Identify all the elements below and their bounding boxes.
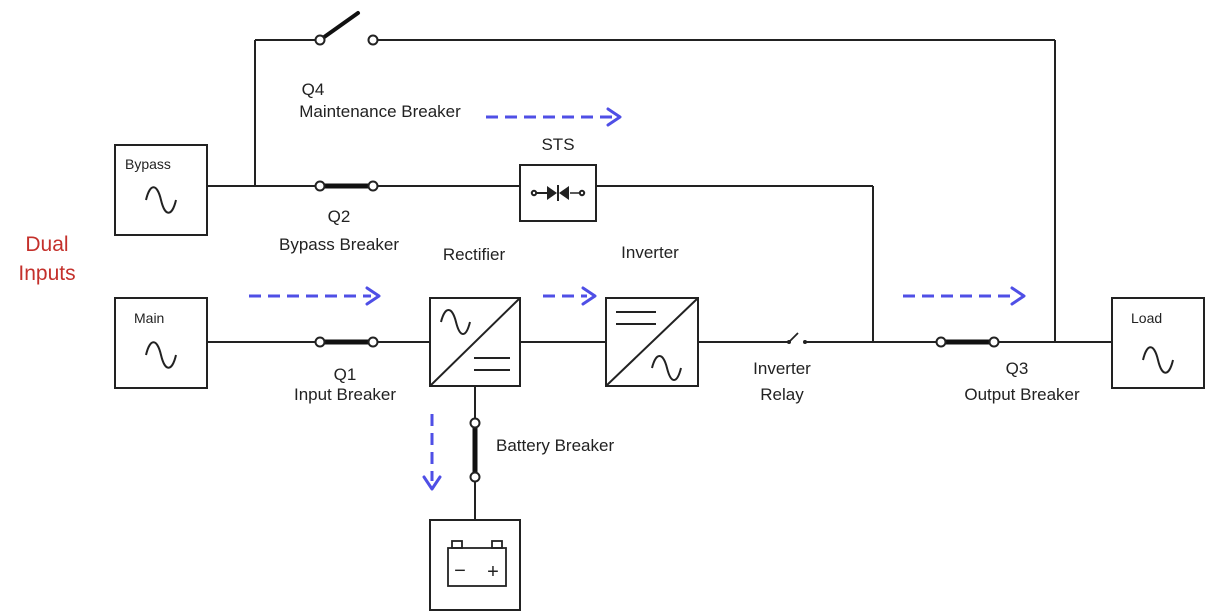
bypass-source: Bypass: [114, 144, 208, 236]
sine-wave-icon: [651, 355, 682, 381]
thyristor-icon: [530, 185, 586, 201]
sts-switch: [519, 164, 597, 222]
load-label: Load: [1131, 310, 1162, 326]
dual-inputs-line1: Dual: [25, 233, 68, 256]
battery-minus: −: [454, 560, 466, 582]
wiring: [207, 39, 1112, 520]
bypass-label: Bypass: [125, 156, 171, 172]
q2-name: Bypass Breaker: [279, 235, 399, 254]
q2-bypass-breaker: [314, 180, 379, 192]
q4-name: Maintenance Breaker: [299, 102, 461, 121]
q4-id: Q4: [302, 80, 325, 99]
q3-id: Q3: [1006, 359, 1029, 378]
battery: − +: [429, 519, 521, 611]
dual-inputs-line2: Inputs: [18, 262, 75, 285]
inverter-relay-line1: Inverter: [753, 359, 811, 378]
main-source: Main: [114, 297, 208, 389]
q1-name: Input Breaker: [294, 385, 396, 404]
sts-label: STS: [541, 135, 574, 154]
flow-arrow-dc-link: [543, 286, 597, 306]
sine-wave-icon: [145, 341, 177, 369]
flow-arrow-maintenance: [486, 107, 622, 127]
sine-wave-icon: [440, 309, 471, 335]
main-label: Main: [134, 310, 164, 326]
battery-breaker: [469, 417, 481, 483]
inverter-relay-line2: Relay: [760, 385, 804, 404]
q4-maintenance-breaker: [314, 11, 379, 46]
inverter-label: Inverter: [621, 243, 679, 262]
battery-plus: +: [487, 561, 499, 583]
inverter-relay: [787, 332, 807, 344]
q3-output-breaker: [935, 336, 1000, 348]
flow-arrow-battery-charge: [422, 414, 442, 491]
sine-wave-icon: [145, 186, 177, 214]
q1-input-breaker: [314, 336, 379, 348]
q1-id: Q1: [334, 365, 357, 384]
sine-wave-icon: [1142, 346, 1174, 374]
q2-id: Q2: [328, 207, 351, 226]
battery-icon: [447, 540, 507, 587]
battery-breaker-label: Battery Breaker: [496, 436, 614, 455]
load-output: Load: [1111, 297, 1205, 389]
inverter-block: [605, 297, 699, 387]
q3-name: Output Breaker: [964, 385, 1080, 404]
rectifier-block: [429, 297, 521, 387]
rectifier-label: Rectifier: [443, 245, 506, 264]
flow-arrow-main-input: [249, 286, 381, 306]
flow-arrow-output: [903, 286, 1026, 306]
